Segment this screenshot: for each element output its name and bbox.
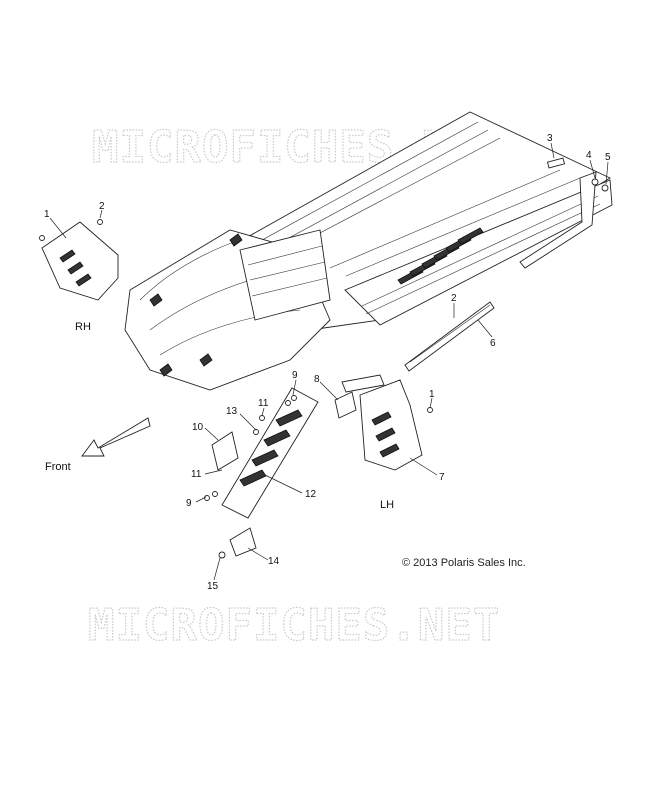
label-front: Front bbox=[45, 461, 71, 473]
callout-9-top: 9 bbox=[292, 370, 298, 381]
callout-10: 10 bbox=[192, 422, 204, 433]
label-rh: RH bbox=[75, 321, 91, 333]
callout-2-rh: 2 bbox=[99, 201, 105, 212]
callout-14: 14 bbox=[268, 556, 280, 567]
callouts: 1 2 3 4 5 2 6 9 8 1 13 11 10 11 12 9 7 1… bbox=[44, 133, 611, 592]
callout-15: 15 bbox=[207, 581, 219, 592]
guard-lh bbox=[359, 379, 433, 471]
callout-6: 6 bbox=[490, 338, 496, 349]
label-lh: LH bbox=[380, 499, 394, 511]
callout-3: 3 bbox=[547, 133, 553, 144]
guard-rh bbox=[39, 219, 119, 301]
rear-rail-right bbox=[519, 157, 609, 269]
callout-1-lh: 1 bbox=[429, 389, 435, 400]
callout-1-rh: 1 bbox=[44, 209, 50, 220]
callout-9-bottom: 9 bbox=[186, 498, 192, 509]
leader-lines bbox=[49, 142, 609, 581]
callout-2-lh: 2 bbox=[451, 293, 457, 304]
callout-8: 8 bbox=[314, 374, 320, 385]
copyright-text: © 2013 Polaris Sales Inc. bbox=[402, 557, 526, 569]
side-rail-left bbox=[404, 301, 495, 372]
callout-4: 4 bbox=[586, 150, 592, 161]
front-direction-arrow bbox=[81, 417, 151, 457]
footrest-assembly bbox=[204, 374, 385, 559]
callout-13: 13 bbox=[226, 406, 238, 417]
callout-12: 12 bbox=[305, 489, 317, 500]
callout-11-top: 11 bbox=[258, 398, 269, 409]
watermark-bottom: MICROFICHES.NET bbox=[88, 600, 500, 651]
callout-5: 5 bbox=[605, 152, 611, 163]
front-frame bbox=[124, 229, 331, 391]
callout-11-bottom: 11 bbox=[191, 469, 202, 480]
callout-7: 7 bbox=[439, 472, 445, 483]
